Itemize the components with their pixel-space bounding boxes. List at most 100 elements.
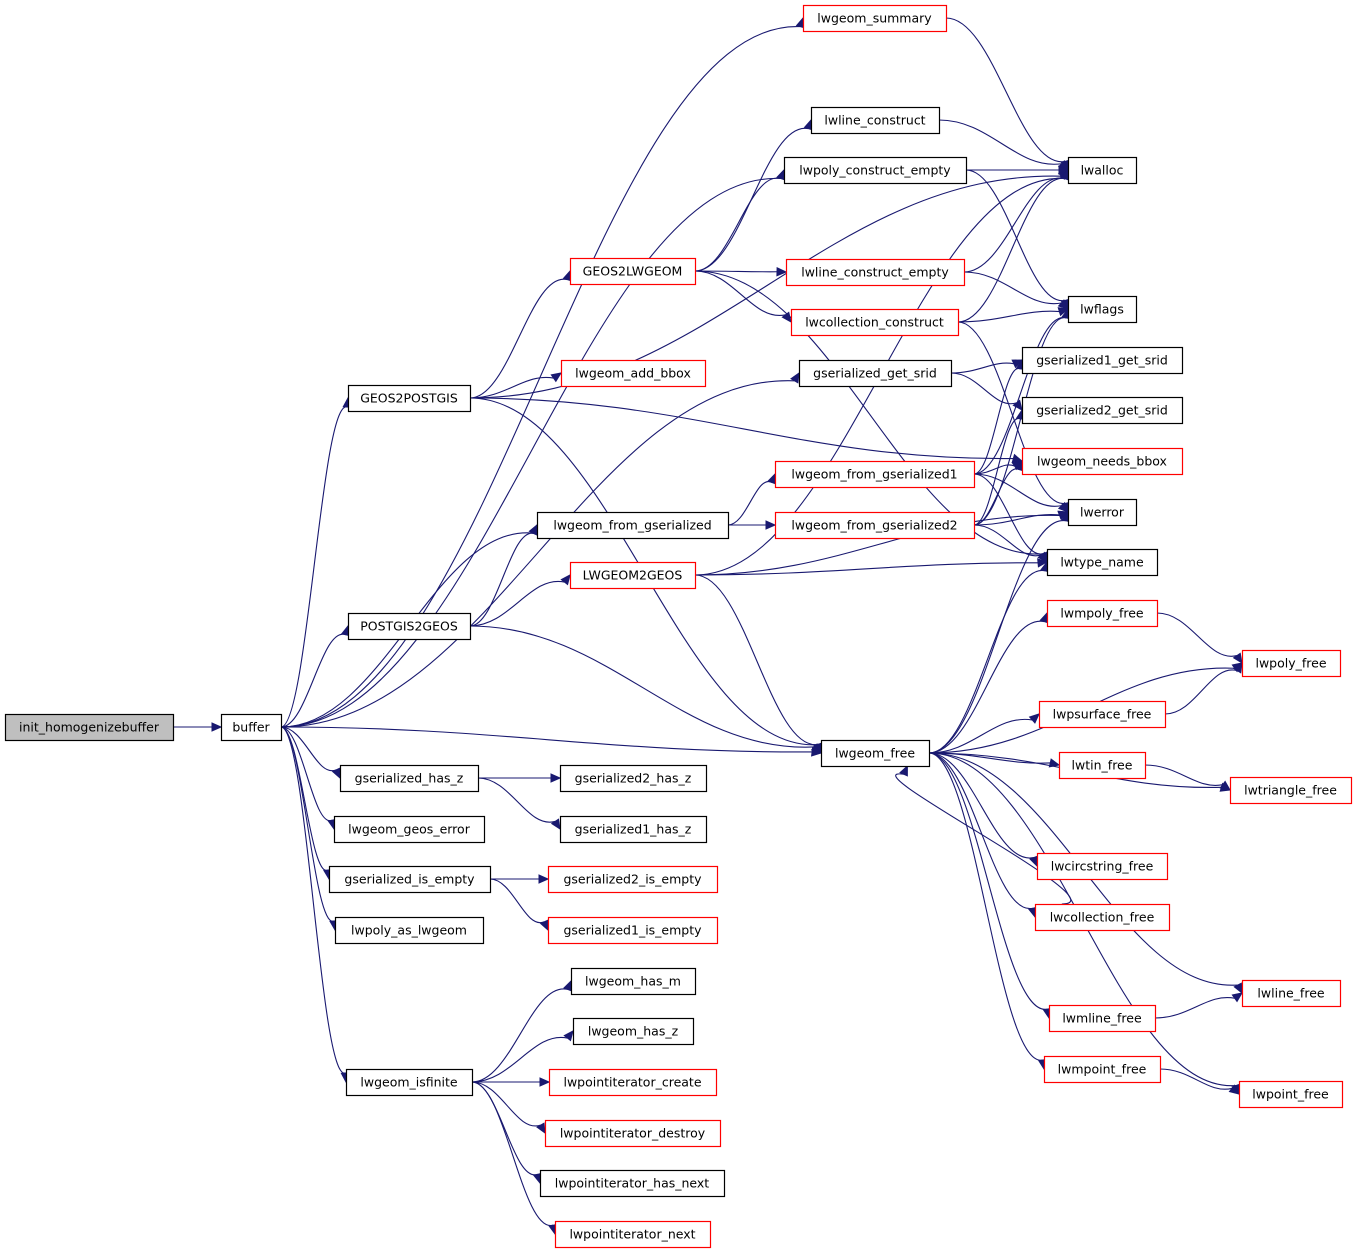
node-box[interactable]: [1048, 1004, 1157, 1033]
node-box[interactable]: [569, 257, 697, 286]
node-gserialized2_is_empty[interactable]: gserialized2_is_empty: [547, 865, 719, 894]
node-box[interactable]: [334, 916, 485, 945]
node-box[interactable]: [345, 1068, 474, 1097]
node-gserialized2_has_z[interactable]: gserialized2_has_z: [559, 764, 708, 793]
node-lwpointiterator_create[interactable]: lwpointiterator_create: [548, 1068, 718, 1097]
node-box[interactable]: [1058, 751, 1147, 780]
node-box[interactable]: [554, 1220, 712, 1249]
node-box[interactable]: [1043, 1055, 1162, 1084]
node-lwcircstring_free[interactable]: lwcircstring_free: [1036, 852, 1169, 881]
node-box[interactable]: [802, 4, 948, 33]
node-gserialized_has_z[interactable]: gserialized_has_z: [339, 764, 480, 793]
node-box[interactable]: [547, 916, 719, 945]
node-box[interactable]: [559, 764, 708, 793]
node-lwgeom_summary[interactable]: lwgeom_summary: [802, 4, 948, 33]
node-lwflags[interactable]: lwflags: [1067, 295, 1138, 324]
node-box[interactable]: [774, 460, 976, 489]
node-lwmpoly_free[interactable]: lwmpoly_free: [1046, 599, 1159, 628]
node-box[interactable]: [339, 764, 480, 793]
node-lwmpoint_free[interactable]: lwmpoint_free: [1043, 1055, 1162, 1084]
node-box[interactable]: [774, 511, 976, 540]
node-lwline_construct_empty[interactable]: lwline_construct_empty: [785, 258, 966, 287]
node-box[interactable]: [1021, 346, 1184, 375]
node-gserialized_is_empty[interactable]: gserialized_is_empty: [328, 865, 492, 894]
node-lwgeom_geos_error[interactable]: lwgeom_geos_error: [333, 815, 486, 844]
node-box[interactable]: [1021, 447, 1184, 476]
node-box[interactable]: [1241, 649, 1342, 678]
node-LWGEOM2GEOS[interactable]: LWGEOM2GEOS: [569, 561, 697, 590]
node-box[interactable]: [544, 1119, 722, 1148]
node-gserialized1_is_empty[interactable]: gserialized1_is_empty: [547, 916, 719, 945]
node-box[interactable]: [1241, 979, 1342, 1008]
node-box[interactable]: [790, 308, 960, 337]
node-lwgeom_isfinite[interactable]: lwgeom_isfinite: [345, 1068, 474, 1097]
node-lwgeom_from_gserialized[interactable]: lwgeom_from_gserialized: [536, 511, 730, 540]
node-box[interactable]: [220, 713, 283, 742]
node-box[interactable]: [820, 739, 931, 768]
node-lwpoint_free[interactable]: lwpoint_free: [1238, 1080, 1344, 1109]
node-box[interactable]: [4, 713, 175, 742]
node-box[interactable]: [1238, 1080, 1344, 1109]
node-lwmline_free[interactable]: lwmline_free: [1048, 1004, 1157, 1033]
node-box[interactable]: [1021, 396, 1184, 425]
node-lwcollection_free[interactable]: lwcollection_free: [1034, 903, 1171, 932]
node-box[interactable]: [347, 384, 472, 413]
node-lwpsurface_free[interactable]: lwpsurface_free: [1038, 700, 1167, 729]
node-lwline_construct[interactable]: lwline_construct: [810, 106, 941, 135]
node-box[interactable]: [560, 359, 707, 388]
node-lwgeom_add_bbox[interactable]: lwgeom_add_bbox: [560, 359, 707, 388]
node-box[interactable]: [539, 1169, 726, 1198]
node-lwpointiterator_has_next[interactable]: lwpointiterator_has_next: [539, 1169, 726, 1198]
node-lwpoly_free[interactable]: lwpoly_free: [1241, 649, 1342, 678]
node-box[interactable]: [1038, 700, 1167, 729]
node-box[interactable]: [1067, 295, 1138, 324]
node-lwgeom_free[interactable]: lwgeom_free: [820, 739, 931, 768]
node-box[interactable]: [559, 815, 708, 844]
node-lwpoly_as_lwgeom[interactable]: lwpoly_as_lwgeom: [334, 916, 485, 945]
node-box[interactable]: [798, 359, 953, 388]
node-box[interactable]: [333, 815, 486, 844]
node-box[interactable]: [785, 258, 966, 287]
node-box[interactable]: [1229, 776, 1353, 805]
node-gserialized1_has_z[interactable]: gserialized1_has_z: [559, 815, 708, 844]
node-lwgeom_from_gserialized1[interactable]: lwgeom_from_gserialized1: [774, 460, 976, 489]
node-lwerror[interactable]: lwerror: [1067, 498, 1138, 527]
node-lwpointiterator_next[interactable]: lwpointiterator_next: [554, 1220, 712, 1249]
node-lwtype_name[interactable]: lwtype_name: [1046, 548, 1159, 577]
node-box[interactable]: [1067, 498, 1138, 527]
node-gserialized1_get_srid[interactable]: gserialized1_get_srid: [1021, 346, 1184, 375]
node-lwtriangle_free[interactable]: lwtriangle_free: [1229, 776, 1353, 805]
node-box[interactable]: [1067, 156, 1138, 185]
node-init_homogenizebuffer[interactable]: init_homogenizebuffer: [4, 713, 175, 742]
node-lwgeom_has_z[interactable]: lwgeom_has_z: [572, 1017, 695, 1046]
node-lwpointiterator_destroy[interactable]: lwpointiterator_destroy: [544, 1119, 722, 1148]
node-box[interactable]: [548, 1068, 718, 1097]
node-box[interactable]: [569, 561, 697, 590]
node-box[interactable]: [572, 1017, 695, 1046]
node-buffer[interactable]: buffer: [220, 713, 283, 742]
node-lwtin_free[interactable]: lwtin_free: [1058, 751, 1147, 780]
node-box[interactable]: [783, 156, 968, 185]
node-lwcollection_construct[interactable]: lwcollection_construct: [790, 308, 960, 337]
node-GEOS2LWGEOM[interactable]: GEOS2LWGEOM: [569, 257, 697, 286]
node-box[interactable]: [810, 106, 941, 135]
node-box[interactable]: [570, 967, 697, 996]
node-lwpoly_construct_empty[interactable]: lwpoly_construct_empty: [783, 156, 968, 185]
node-box[interactable]: [328, 865, 492, 894]
node-lwgeom_needs_bbox[interactable]: lwgeom_needs_bbox: [1021, 447, 1184, 476]
node-lwgeom_from_gserialized2[interactable]: lwgeom_from_gserialized2: [774, 511, 976, 540]
node-gserialized_get_srid[interactable]: gserialized_get_srid: [798, 359, 953, 388]
node-box[interactable]: [1034, 903, 1171, 932]
node-box[interactable]: [347, 612, 472, 641]
node-lwalloc[interactable]: lwalloc: [1067, 156, 1138, 185]
node-box[interactable]: [1046, 599, 1159, 628]
node-box[interactable]: [536, 511, 730, 540]
node-lwgeom_has_m[interactable]: lwgeom_has_m: [570, 967, 697, 996]
node-POSTGIS2GEOS[interactable]: POSTGIS2GEOS: [347, 612, 472, 641]
node-gserialized2_get_srid[interactable]: gserialized2_get_srid: [1021, 396, 1184, 425]
node-box[interactable]: [1036, 852, 1169, 881]
node-lwline_free[interactable]: lwline_free: [1241, 979, 1342, 1008]
node-box[interactable]: [547, 865, 719, 894]
node-box[interactable]: [1046, 548, 1159, 577]
node-GEOS2POSTGIS[interactable]: GEOS2POSTGIS: [347, 384, 472, 413]
